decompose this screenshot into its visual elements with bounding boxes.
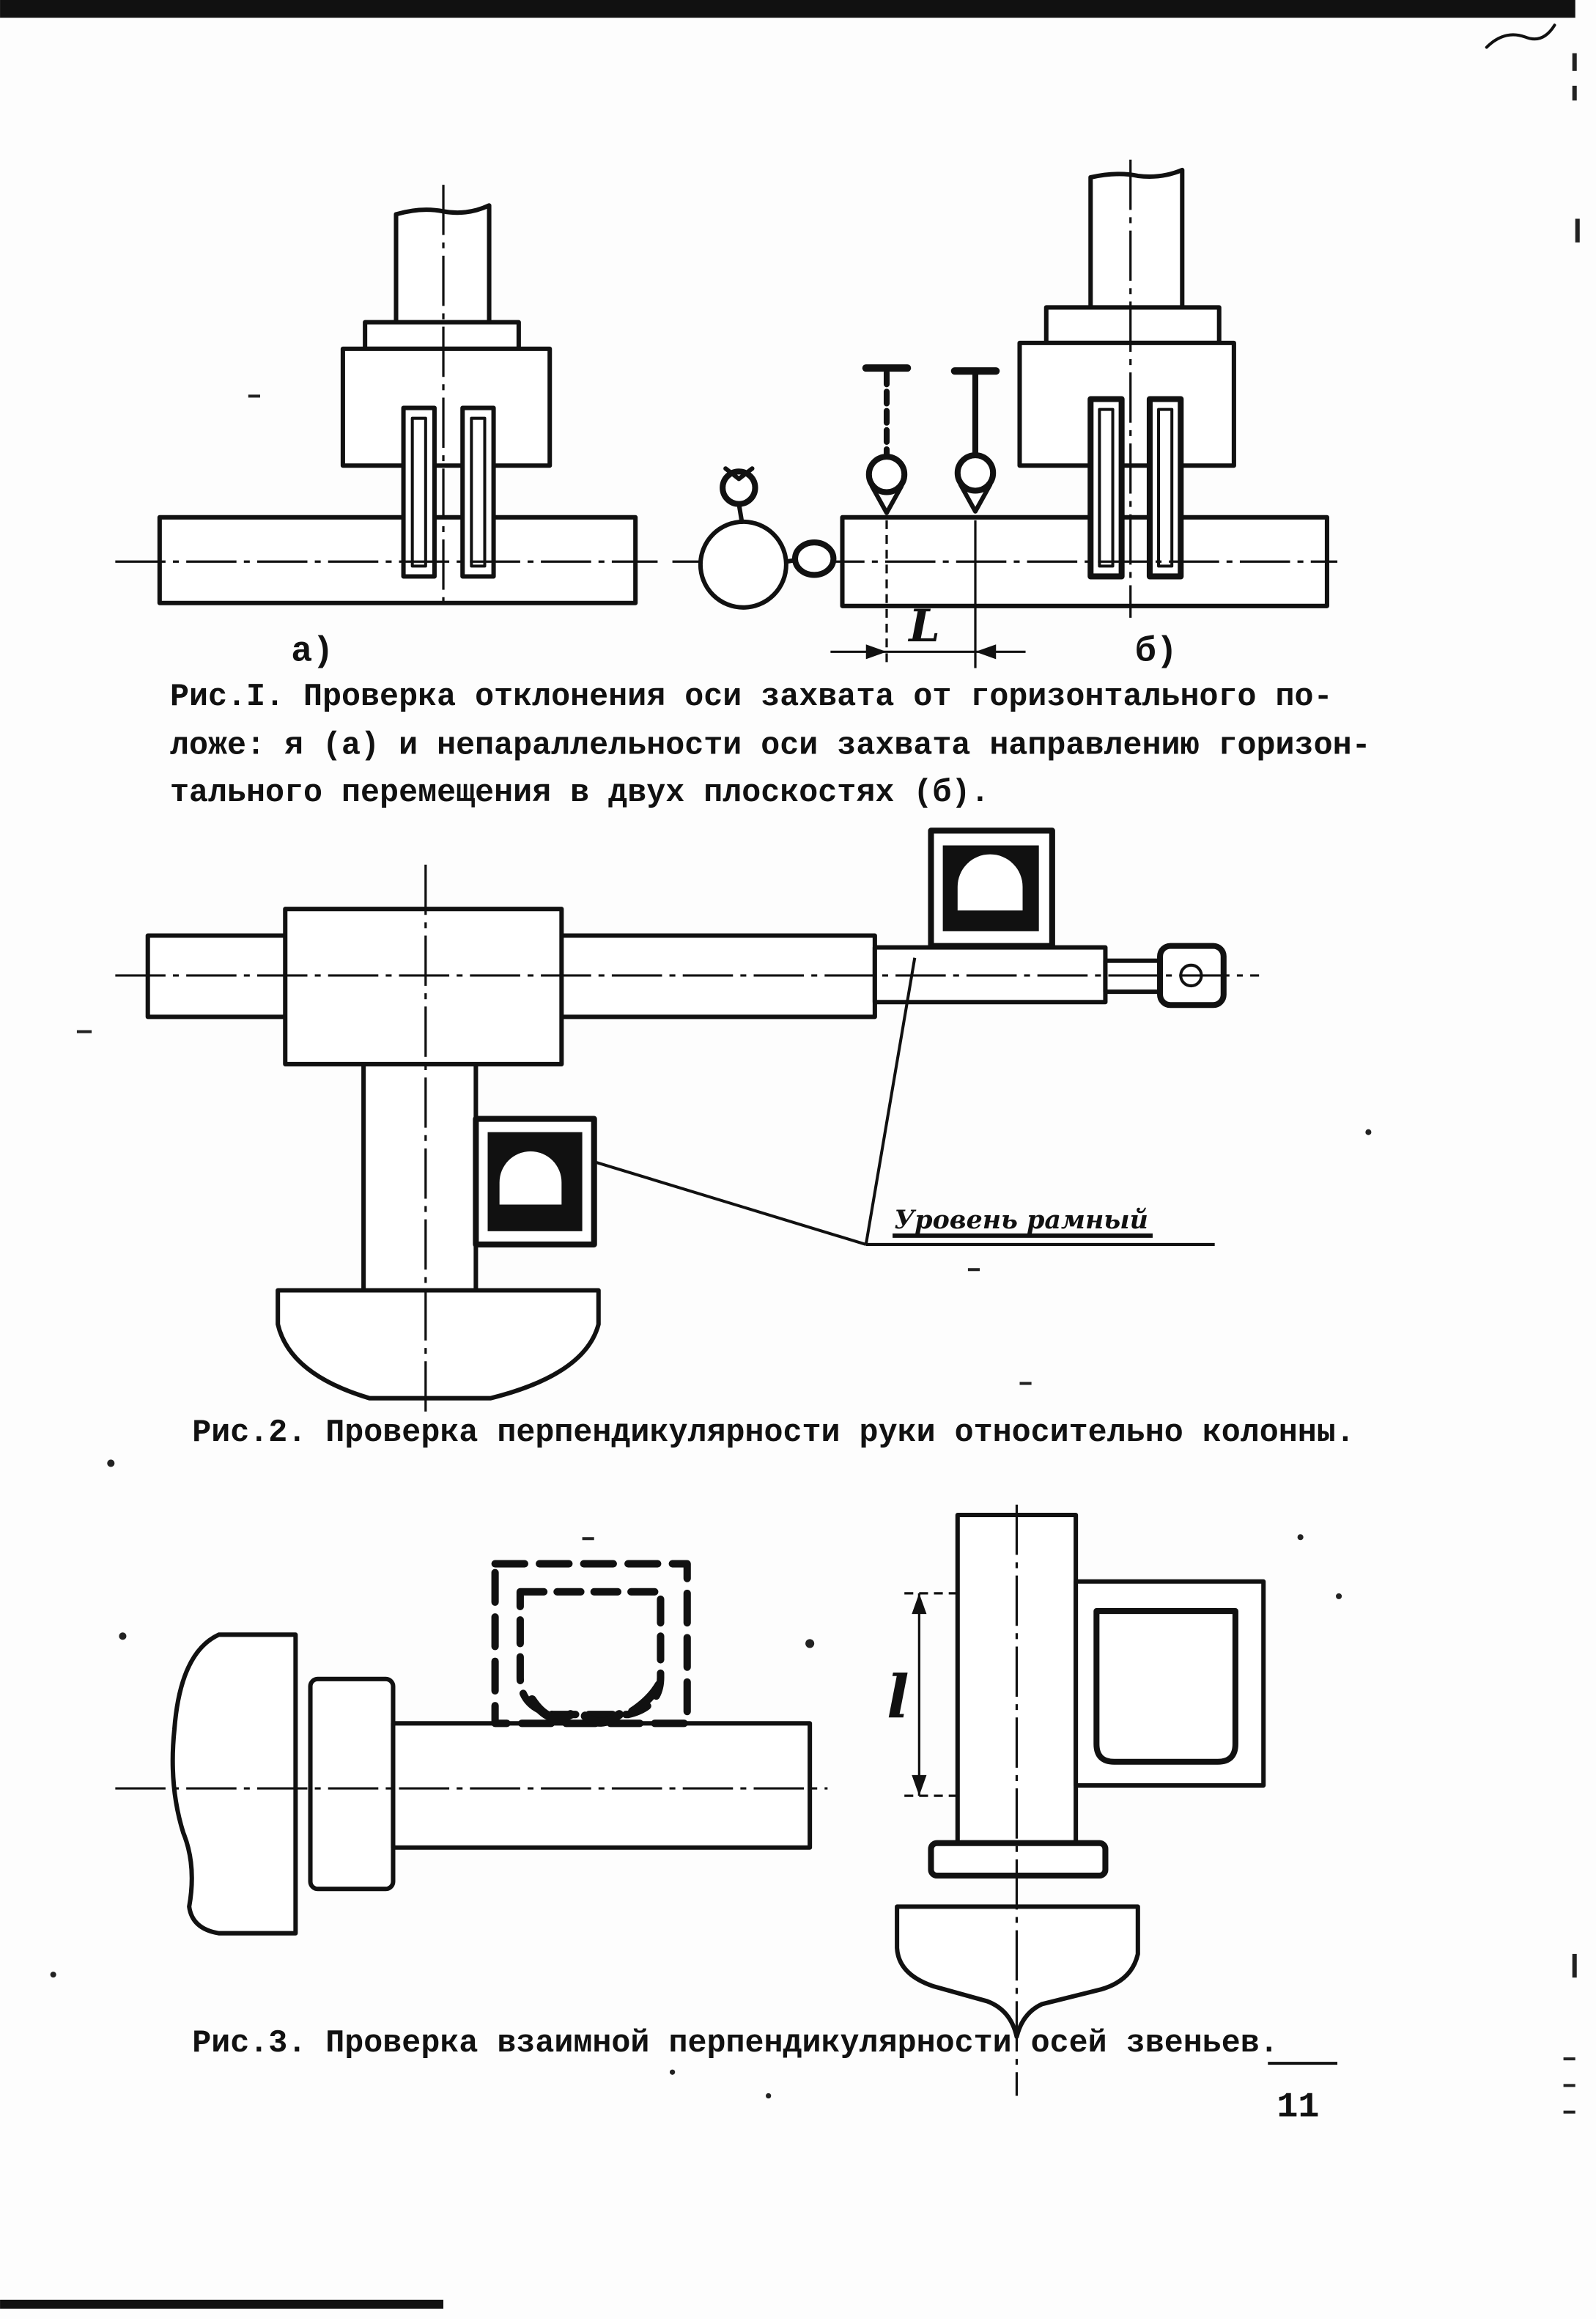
figure-2-caption: Рис.2. Проверка перпендикулярности руки … [192,1415,1355,1451]
indicator-ring [865,454,908,495]
frame-level-top [928,827,1055,949]
corner-scribble [1485,23,1556,49]
dial-indicator-1 [862,364,912,515]
column-base [276,1288,601,1401]
dimension-l: l [887,1592,961,1797]
page-number-block: 11 [1268,2062,1338,2128]
gripper-finger-right-inner [470,416,487,568]
indicator-stem [736,501,745,524]
flange [363,320,521,351]
scan-noise [50,53,1580,2114]
frame-level-side [473,1116,597,1247]
column [361,1058,479,1294]
level-base-marks [527,1680,664,1727]
caption-line: Рис.I. Проверка отклонения оси захвата о… [170,679,1333,715]
figure-1b-gripper: L б) [672,159,1338,671]
figure-3-caption: Рис.3. Проверка взаимной перпендикулярно… [192,2026,1279,2062]
level-vial [1093,1608,1238,1765]
indicator-dial [698,519,788,610]
dial-indicator-round [698,466,837,610]
figure-3: l Рис.3. Проверка взаимной перпендикуляр… [115,1504,1279,2096]
gripper-finger-left-inner [1098,408,1115,568]
figure-1b-label: б) [1135,631,1178,671]
dimension-L-label: L [907,600,940,652]
level-leader: Уровень рамный [594,957,1215,1246]
gripper-finger-right-inner [1157,408,1174,568]
indicator-tip [869,484,904,515]
figure-1a-gripper: а) [115,185,658,671]
gripper-body [1017,340,1236,468]
indicator-top-fork [723,466,755,482]
figure-3-right-link: l [887,1504,1266,2096]
horizontal-bar [157,515,638,605]
flange [1043,305,1222,345]
caption-line: тального перемещения в двух плоскостях (… [170,775,989,811]
scan-border-bottom-left [0,2299,444,2309]
handle-knob [170,1632,298,1936]
caption-line: ложе: я (а) и непараллельности оси захва… [170,728,1371,764]
level-bubble [499,1151,562,1205]
level-label: Уровень рамный [894,1206,1148,1235]
figure-2: Уровень рамный Рис.2. Проверка перпендик… [115,827,1355,1451]
level-bubble [957,854,1023,911]
indicator-side-ring [791,539,837,578]
dimension-L: L [830,520,1026,668]
indicator-tip [958,482,993,514]
scan-border-top [0,0,1575,18]
leader-line-side [594,1160,867,1246]
dial-indicator-2 [950,367,1000,514]
link-collar [928,1840,1109,1879]
dimension-l-label: l [887,1662,909,1732]
indicator-side-stem [783,558,797,564]
figure-1: а) [115,159,1371,811]
leader-line-top [864,957,917,1245]
arrowhead-top [912,1593,927,1615]
vertical-shaft [1088,167,1185,311]
figure-1-caption: Рис.I. Проверка отклонения оси захвата о… [170,679,1371,811]
frame-level-dashed [491,1560,691,1728]
arrowhead-left [865,644,887,660]
arm-hub [283,907,564,1066]
figure-1a-label: а) [291,631,333,671]
arrowhead-right [975,644,997,660]
arrowhead-bottom [912,1774,927,1796]
gripper-body [340,346,553,468]
gripper-finger-left-inner [410,416,427,568]
handle-disk [308,1676,396,1892]
figure-3-left-link [115,1560,828,1936]
page-number: 11 [1277,2087,1319,2128]
level-vial-dashed [516,1588,665,1719]
link-rod [391,1721,813,1850]
indicator-ring [954,452,997,494]
